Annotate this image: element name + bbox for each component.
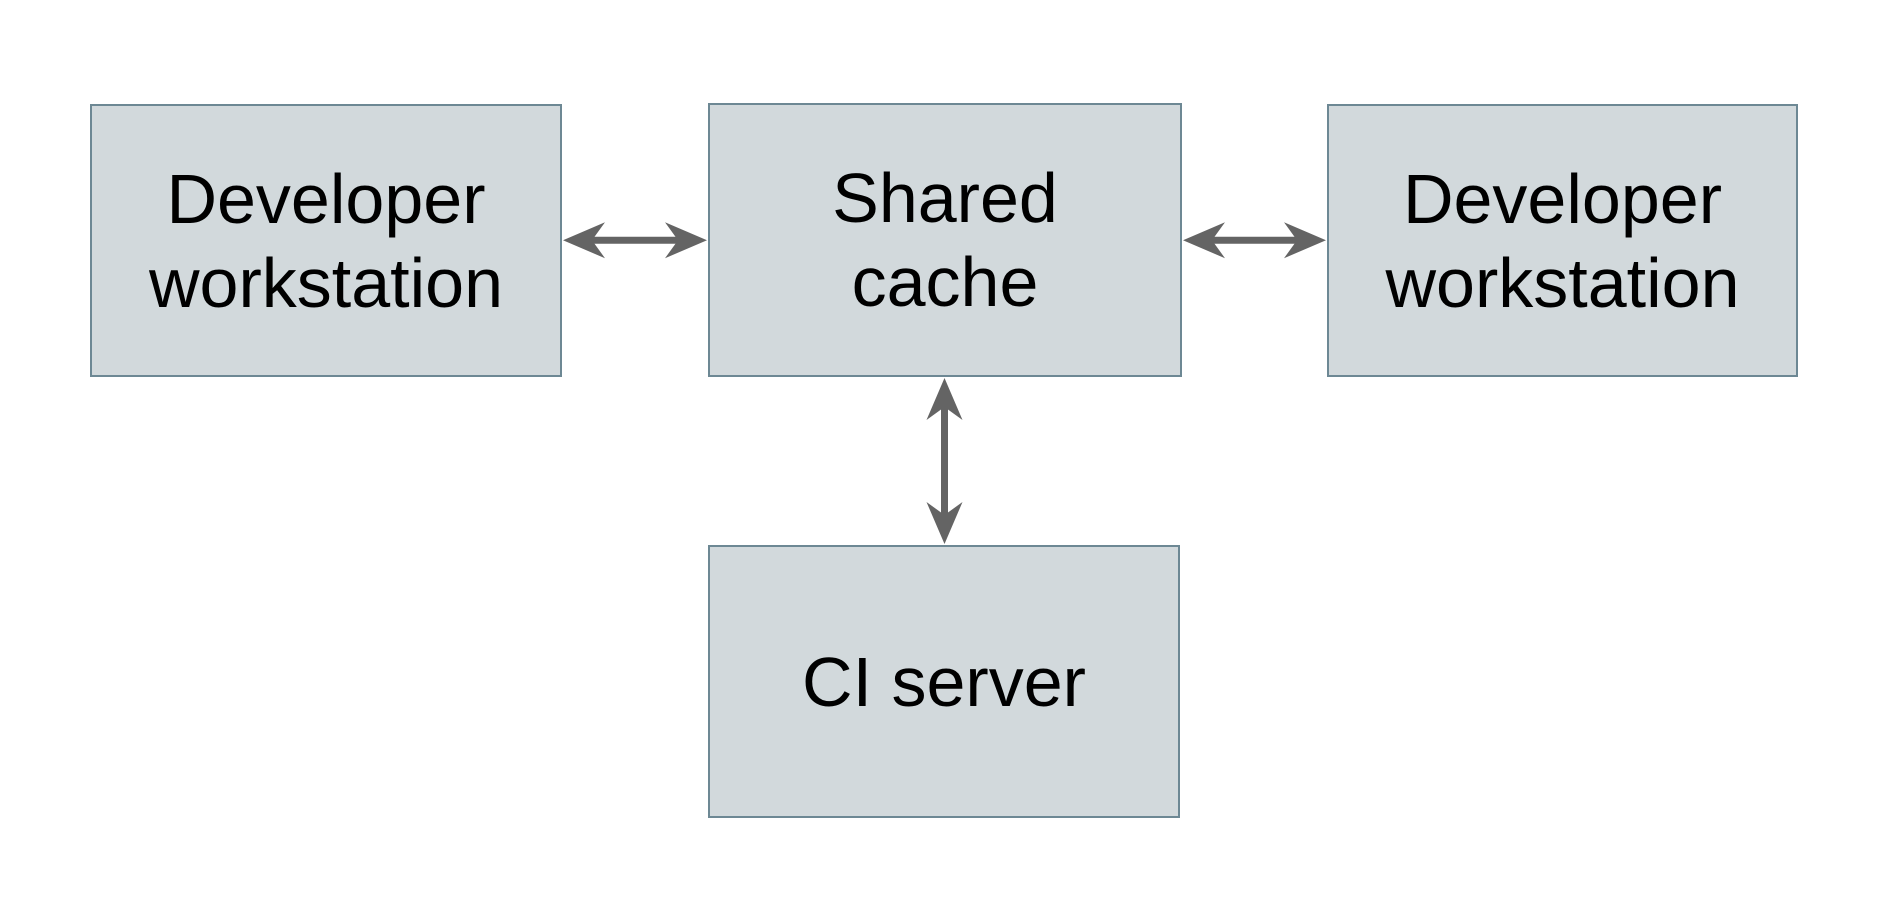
node-label: CI server	[802, 642, 1086, 721]
node-ci-server: CI server	[708, 545, 1180, 818]
node-label: Shared cache	[832, 159, 1058, 321]
double-arrow	[592, 236, 678, 244]
double-arrow	[926, 378, 963, 420]
node-developer-workstation-left: Developer workstation	[90, 104, 562, 377]
double-arrow	[941, 407, 948, 515]
double-arrow	[1183, 222, 1225, 259]
double-arrow	[665, 222, 707, 259]
double-arrow	[563, 222, 605, 259]
double-arrow	[926, 502, 963, 544]
node-developer-workstation-right: Developer workstation	[1327, 104, 1798, 377]
node-label: Developer workstation	[1385, 159, 1740, 322]
node-shared-cache: Shared cache	[708, 103, 1182, 377]
double-arrow	[1284, 222, 1326, 259]
double-arrow	[1212, 236, 1297, 244]
node-label: Developer workstation	[148, 159, 504, 322]
